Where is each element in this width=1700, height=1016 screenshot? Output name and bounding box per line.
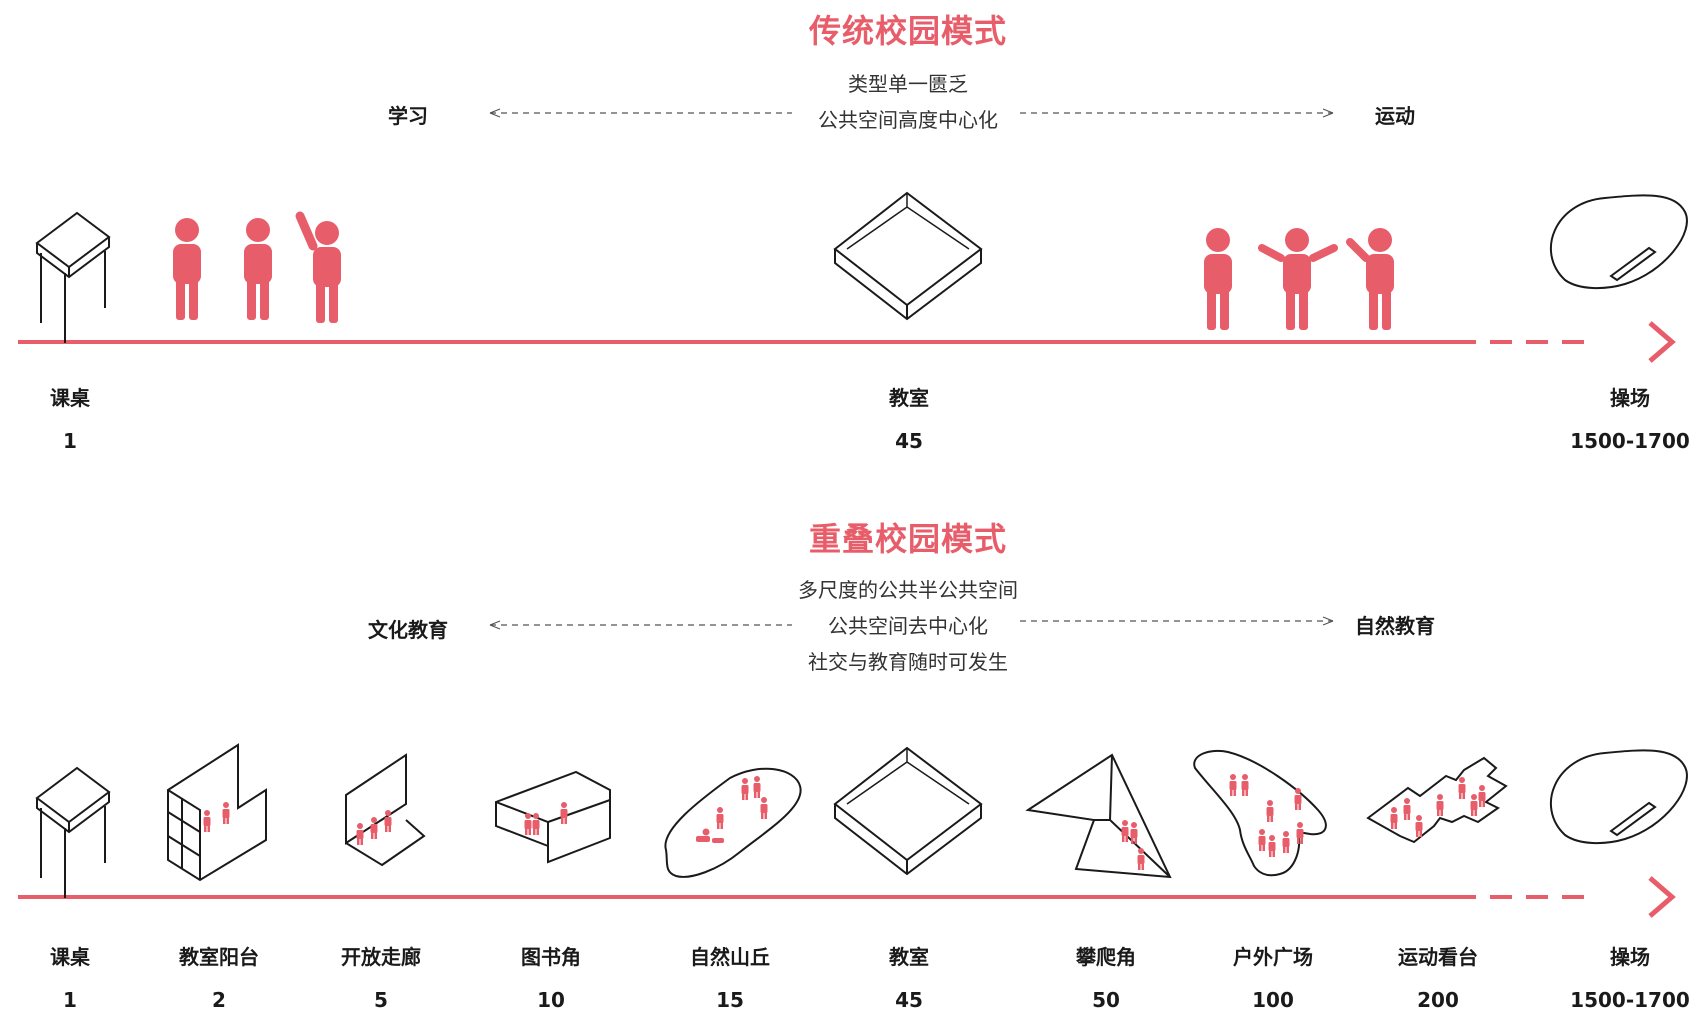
traditional-value-desk: 1 (63, 429, 77, 453)
overlap-value-hill: 15 (716, 988, 744, 1012)
person-icon (1458, 777, 1466, 799)
overlap-label-corridor: 开放走廊 (341, 945, 421, 969)
person-icon (1478, 785, 1486, 807)
person-icon (1266, 800, 1274, 822)
person-icon (753, 776, 761, 798)
overlap-label-hill: 自然山丘 (690, 945, 770, 969)
traditional-label-desk: 课桌 (50, 386, 90, 410)
student-gesture-icon (1283, 228, 1311, 330)
overlap-label-plaza: 户外广场 (1233, 945, 1313, 969)
person-icon (1137, 848, 1145, 870)
overlap-value-balcony: 2 (212, 988, 226, 1012)
person-icon (1470, 794, 1478, 816)
overlap-arrow-head (1648, 876, 1676, 918)
overlap-subtitle-3: 社交与教育随时可发生 (808, 650, 1008, 674)
person-icon (1130, 822, 1138, 844)
playground-icon (1549, 194, 1688, 290)
student-icon (1204, 228, 1232, 330)
person-icon (1241, 774, 1249, 796)
person-icon (524, 813, 532, 835)
traditional-value-classroom: 45 (895, 429, 923, 453)
student-icon (244, 218, 272, 320)
stands-icon (1366, 756, 1508, 844)
person-icon (1121, 820, 1129, 842)
overlap-value-library: 10 (537, 988, 565, 1012)
person-icon (532, 813, 540, 835)
traditional-label-classroom: 教室 (889, 386, 929, 410)
person-icon (222, 802, 230, 824)
overlap-label-climbing: 攀爬角 (1076, 945, 1136, 969)
overlap-label-playground: 操场 (1610, 945, 1650, 969)
climbing-icon (1025, 753, 1172, 879)
traditional-label-playground: 操场 (1610, 386, 1650, 410)
balcony-icon (167, 743, 267, 882)
traditional-value-playground: 1500-1700 (1570, 429, 1690, 453)
traditional-subtitle-2: 公共空间高度中心化 (818, 108, 998, 132)
overlap-value-classroom: 45 (895, 988, 923, 1012)
student-gesture-icon (1366, 228, 1394, 330)
person-icon (741, 778, 749, 800)
traditional-arrow-head (1648, 321, 1676, 363)
person-icon (1294, 788, 1302, 810)
student-waving-icon (313, 221, 341, 323)
person-icon (1436, 794, 1444, 816)
overlap-value-climbing: 50 (1092, 988, 1120, 1012)
overlap-label-balcony: 教室阳台 (179, 945, 259, 969)
desk-icon (36, 767, 110, 899)
playground-icon (1549, 749, 1688, 845)
overlap-subtitle-2: 公共空间去中心化 (828, 614, 988, 638)
person-icon (1415, 815, 1423, 837)
overlap-value-playground: 1500-1700 (1570, 988, 1690, 1012)
plaza-icon (1193, 749, 1327, 877)
classroom-icon (834, 747, 982, 875)
overlap-subtitle-1: 多尺度的公共半公共空间 (798, 578, 1018, 602)
overlap-label-library: 图书角 (521, 945, 581, 969)
person-icon (1268, 835, 1276, 857)
overlap-value-plaza: 100 (1252, 988, 1294, 1012)
traditional-subtitle-1: 类型单一匮乏 (848, 72, 968, 96)
overlap-label-stands: 运动看台 (1398, 945, 1478, 969)
person-icon (370, 817, 378, 839)
person-icon (760, 797, 768, 819)
person-icon (1390, 807, 1398, 829)
overlap-value-stands: 200 (1417, 988, 1459, 1012)
person-icon (384, 810, 392, 832)
person-icon (1282, 831, 1290, 853)
person-icon (1258, 829, 1266, 851)
classroom-icon (834, 192, 982, 320)
desk-icon (36, 212, 110, 344)
overlap-label-classroom: 教室 (889, 945, 929, 969)
traditional-left-label: 学习 (388, 104, 428, 128)
overlap-right-label: 自然教育 (1355, 614, 1435, 638)
overlap-title: 重叠校园模式 (808, 520, 1007, 558)
overlap-left-label: 文化教育 (368, 618, 448, 642)
person-icon (1229, 774, 1237, 796)
overlap-value-corridor: 5 (374, 988, 388, 1012)
traditional-title: 传统校园模式 (808, 12, 1007, 50)
traditional-right-label: 运动 (1375, 104, 1415, 128)
overlap-value-desk: 1 (63, 988, 77, 1012)
corridor-icon (345, 753, 426, 867)
library-icon (495, 770, 611, 864)
person-icon (203, 810, 211, 832)
person-icon (716, 807, 724, 829)
person-icon (560, 802, 568, 824)
hill-icon (664, 767, 802, 878)
person-icon (1403, 798, 1411, 820)
student-icon (173, 218, 201, 320)
overlap-label-desk: 课桌 (50, 945, 90, 969)
person-icon (356, 823, 364, 845)
